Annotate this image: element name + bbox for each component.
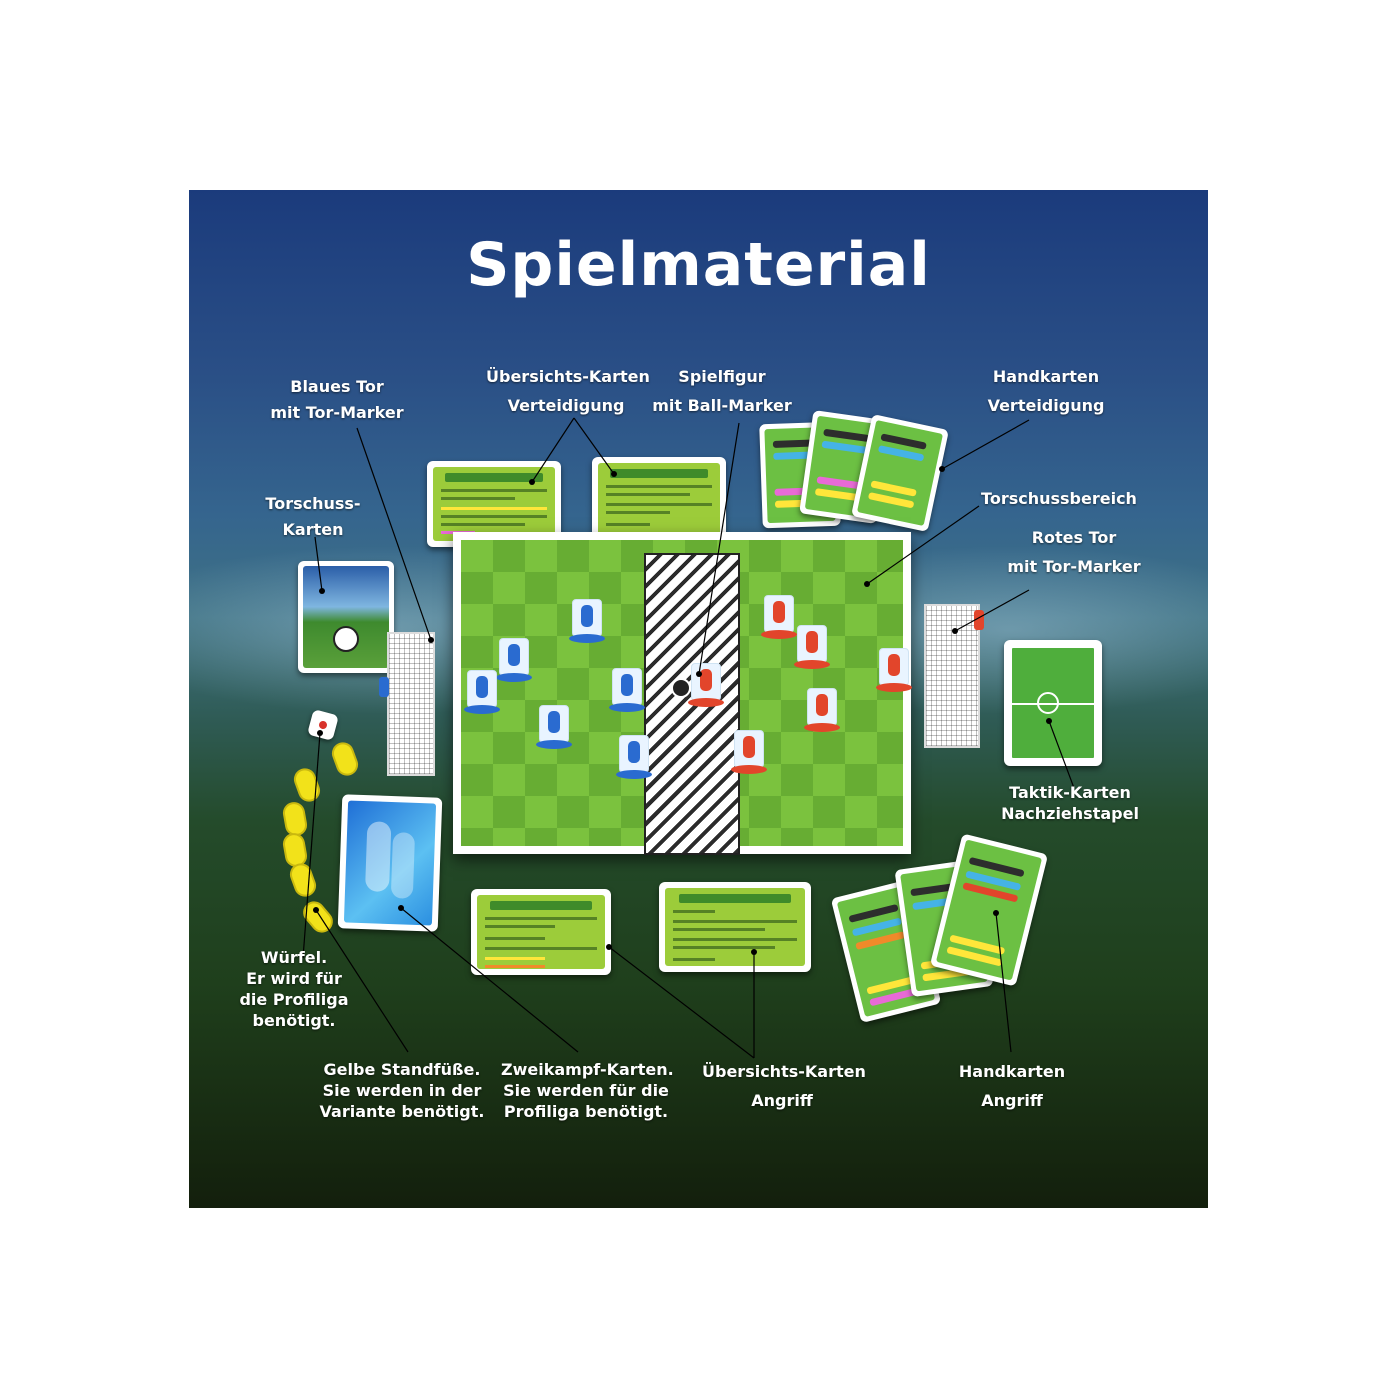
ball-marker [671,678,691,698]
red-goal [924,604,980,748]
page-title: Spielmaterial [466,230,931,300]
figure-red-5 [731,730,767,774]
label-dice: Würfel. Er wird für die Profiliga benöti… [239,948,349,1030]
figure-blue-3 [464,670,500,714]
figure-blue-1 [569,599,605,643]
label-hand-attack: Handkarten Angriff [958,1062,1066,1110]
overview-card-attack-actions [471,889,611,975]
figure-blue-4 [609,668,645,712]
label-shot-area: Torschussbereich [981,489,1137,508]
figure-red-1 [761,595,797,639]
label-duel-cards: Zweikampf-Karten. Sie werden für die Pro… [501,1060,674,1121]
spielmaterial-panel: Spielmaterial [189,190,1208,1208]
figure-blue-2 [496,638,532,682]
figure-blue-6 [616,735,652,779]
figure-blue-5 [536,705,572,749]
callout-lines [302,417,1075,1059]
blue-goal [387,632,435,776]
label-red-goal: Rotes Tor mit Tor-Marker [1007,528,1141,576]
figure-red-3 [876,648,912,692]
label-overview-attack: Übersichts-Karten Angriff [702,1062,866,1110]
label-tactics-cards: Taktik-Karten Nachziehstapel [1001,783,1139,823]
label-hand-defense: Handkarten Verteidigung [987,367,1105,415]
blue-goal-marker [379,677,389,697]
label-figure-ball: Spielfigur mit Ball-Marker [652,367,792,415]
label-overview-defense: Übersichts-Karten Verteidigung [486,367,650,415]
figure-red-4 [804,688,840,732]
figure-red-2 [794,625,830,669]
overview-card-defense-moves [592,457,726,543]
red-goal-marker [974,610,984,630]
label-shot-cards: Torschuss- Karten [265,494,361,539]
tactics-card-stack [1004,640,1102,766]
figure-red-ball [688,663,724,707]
shot-card [298,561,394,673]
overview-card-attack-moves [659,882,811,972]
label-yellow-stands: Gelbe Standfüße. Sie werden in der Varia… [319,1060,485,1121]
label-blue-goal: Blaues Tor mit Tor-Marker [270,377,404,422]
